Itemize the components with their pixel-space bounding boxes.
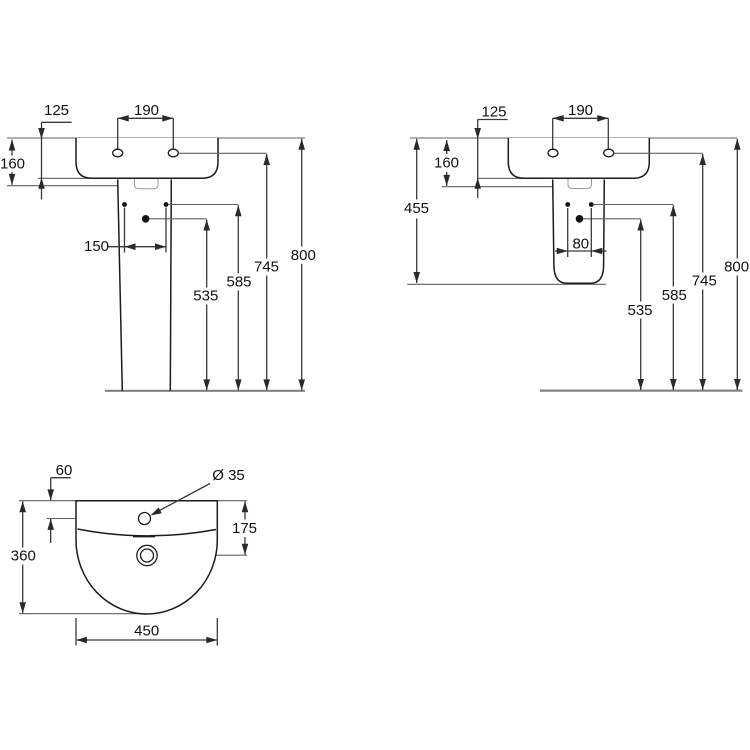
tap-hole-right: [167, 148, 179, 158]
front-view-pedestal-basin: 125 190 160 150 535 585: [0, 102, 316, 392]
dim-585: 585: [226, 205, 252, 391]
drain-inner-circle: [139, 548, 155, 563]
dim-label-535: 535: [193, 288, 218, 305]
dim-label-175: 175: [232, 520, 257, 537]
dim-150: 150: [84, 207, 167, 255]
dim-label-800: 800: [291, 247, 316, 264]
plan-view-basin: 60 Ø 35 175 360 450: [11, 462, 257, 646]
dim-label-160: 160: [434, 155, 459, 172]
dim-745: 745: [692, 154, 717, 390]
fixing-hole-left: [122, 202, 127, 207]
fixing-hole-right: [588, 202, 594, 207]
dim-label-190: 190: [134, 102, 159, 119]
tap-hole-left: [112, 148, 124, 158]
dim-label-150: 150: [84, 238, 109, 255]
dim-label-diameter: Ø 35: [212, 467, 245, 484]
waste-outlet-point: [575, 215, 584, 223]
dim-label-455: 455: [404, 200, 429, 217]
dim-label-125: 125: [481, 104, 506, 121]
tap-hole-right: [603, 148, 615, 158]
drain-trap-detail: [134, 179, 159, 190]
dim-800: 800: [291, 138, 316, 391]
dim-label-585: 585: [662, 287, 687, 304]
dim-label-585: 585: [226, 274, 251, 291]
dim-160: 160: [0, 139, 25, 185]
semi-pedestal-outline: [551, 179, 606, 285]
dim-450: 450: [75, 618, 218, 646]
fixing-hole-right: [163, 202, 169, 207]
dim-125: 125: [38, 102, 72, 200]
dim-80: 80: [555, 208, 607, 257]
dim-160: 160: [434, 140, 459, 186]
drain-trap-detail: [567, 179, 592, 189]
fixing-hole-left: [565, 202, 571, 207]
dim-label-125: 125: [44, 102, 69, 119]
dim-label-535: 535: [627, 302, 652, 319]
dim-diameter-35: Ø 35: [150, 467, 245, 516]
dim-label-800: 800: [724, 259, 749, 276]
dim-175: 175: [232, 501, 257, 555]
dim-label-190: 190: [568, 102, 593, 119]
waste-outlet-point: [141, 215, 150, 223]
dim-label-80: 80: [572, 236, 589, 253]
dim-190: 190: [117, 102, 174, 149]
basin-outline: [75, 138, 219, 180]
dim-585: 585: [662, 205, 687, 390]
dim-label-160: 160: [0, 156, 25, 173]
dim-745: 745: [254, 154, 279, 391]
pedestal-outline: [116, 179, 173, 391]
dim-label-360: 360: [11, 548, 36, 565]
dim-125: 125: [474, 104, 508, 198]
dim-535: 535: [627, 219, 653, 390]
dim-label-450: 450: [134, 623, 159, 640]
basin-outline: [507, 138, 651, 180]
dim-360: 360: [11, 501, 36, 614]
dim-label-60: 60: [56, 462, 73, 479]
dim-label-745: 745: [254, 259, 279, 276]
dim-800: 800: [724, 138, 749, 390]
dim-190: 190: [552, 102, 609, 149]
dim-455: 455: [404, 138, 429, 283]
dim-60: 60: [47, 462, 72, 543]
dim-535: 535: [193, 219, 218, 391]
dim-label-745: 745: [692, 273, 717, 290]
tap-hole-left: [547, 148, 559, 158]
front-view-semi-pedestal-basin: 125 190 160 455 80 535: [404, 102, 749, 392]
tap-hole: [137, 511, 152, 526]
